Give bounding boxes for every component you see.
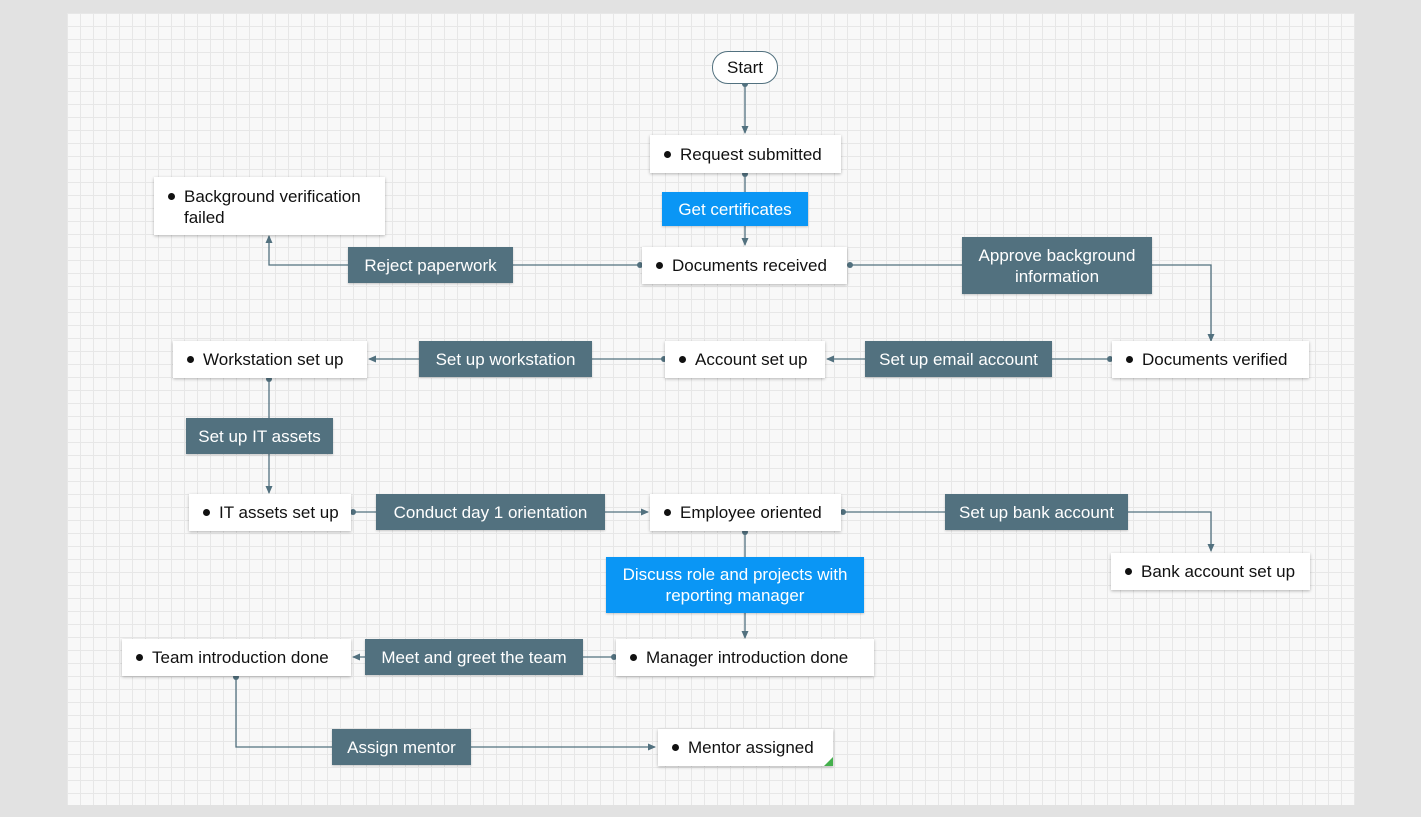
- action-assign-mentor[interactable]: Assign mentor: [332, 729, 471, 765]
- action-set-up-bank-account[interactable]: Set up bank account: [945, 494, 1128, 530]
- node-label: Employee oriented: [680, 503, 822, 522]
- start-label: Start: [727, 57, 763, 77]
- node-label: Request submitted: [680, 144, 822, 164]
- node-background-verification-failed[interactable]: Background verification failed: [154, 177, 385, 235]
- node-label: Manager introduction done: [646, 648, 849, 667]
- action-conduct-day-1-orientation[interactable]: Conduct day 1 orientation: [376, 494, 605, 530]
- node-documents-received[interactable]: Documents received: [642, 247, 847, 284]
- action-label: Set up bank account: [958, 502, 1114, 522]
- node-mentor-assigned[interactable]: Mentor assigned: [658, 729, 833, 766]
- node-label: Team introduction done: [152, 648, 329, 667]
- start-terminator[interactable]: Start: [712, 51, 778, 84]
- node-label: Mentor assigned: [688, 738, 814, 757]
- bullet-icon: [168, 193, 175, 200]
- node-label: Workstation set up: [203, 350, 344, 369]
- bullet-icon: [664, 509, 671, 516]
- node-account-set-up[interactable]: Account set up: [665, 341, 825, 378]
- action-label: Set up email account: [879, 349, 1038, 369]
- node-workstation-set-up[interactable]: Workstation set up: [173, 341, 367, 378]
- action-label: Assign mentor: [347, 737, 456, 757]
- node-it-assets-set-up[interactable]: IT assets set up: [189, 494, 351, 531]
- action-approve-background-information[interactable]: Approve background information: [962, 237, 1152, 294]
- node-documents-verified[interactable]: Documents verified: [1112, 341, 1309, 378]
- action-label: Set up IT assets: [198, 426, 321, 446]
- resize-handle-icon[interactable]: [824, 757, 833, 766]
- bullet-icon: [136, 654, 143, 661]
- action-label: Approve background information: [978, 245, 1136, 286]
- node-request-submitted[interactable]: Request submitted: [650, 135, 841, 173]
- bullet-icon: [679, 356, 686, 363]
- bullet-icon: [1126, 356, 1133, 363]
- bullet-icon: [630, 654, 637, 661]
- action-label: Meet and greet the team: [381, 647, 567, 667]
- node-team-introduction-done[interactable]: Team introduction done: [122, 639, 351, 676]
- node-label: Background verification failed: [184, 187, 361, 227]
- node-manager-introduction-done[interactable]: Manager introduction done: [616, 639, 874, 676]
- node-label: Documents verified: [1142, 350, 1288, 369]
- diagram-canvas: [67, 13, 1355, 805]
- bullet-icon: [203, 509, 210, 516]
- bullet-icon: [664, 150, 671, 158]
- node-label: IT assets set up: [219, 503, 339, 522]
- bullet-icon: [672, 744, 679, 751]
- action-label: Set up workstation: [435, 349, 576, 369]
- node-label: Bank account set up: [1141, 562, 1296, 581]
- node-bank-account-set-up[interactable]: Bank account set up: [1111, 553, 1310, 590]
- action-get-certificates[interactable]: Get certificates: [662, 192, 808, 226]
- bullet-icon: [187, 356, 194, 363]
- action-meet-and-greet-the-team[interactable]: Meet and greet the team: [365, 639, 583, 675]
- action-label: Get certificates: [678, 199, 792, 219]
- action-reject-paperwork[interactable]: Reject paperwork: [348, 247, 513, 283]
- action-set-up-workstation[interactable]: Set up workstation: [419, 341, 592, 377]
- action-label: Conduct day 1 orientation: [393, 502, 588, 522]
- bullet-icon: [1125, 568, 1132, 575]
- node-label: Account set up: [695, 350, 808, 369]
- action-set-up-it-assets[interactable]: Set up IT assets: [186, 418, 333, 454]
- node-label: Documents received: [672, 256, 827, 275]
- bullet-icon: [656, 262, 663, 269]
- action-label: Reject paperwork: [364, 255, 497, 275]
- node-employee-oriented[interactable]: Employee oriented: [650, 494, 841, 531]
- action-discuss-role-and-projects[interactable]: Discuss role and projects with reporting…: [606, 557, 864, 613]
- action-set-up-email-account[interactable]: Set up email account: [865, 341, 1052, 377]
- action-label: Discuss role and projects with reporting…: [622, 565, 848, 605]
